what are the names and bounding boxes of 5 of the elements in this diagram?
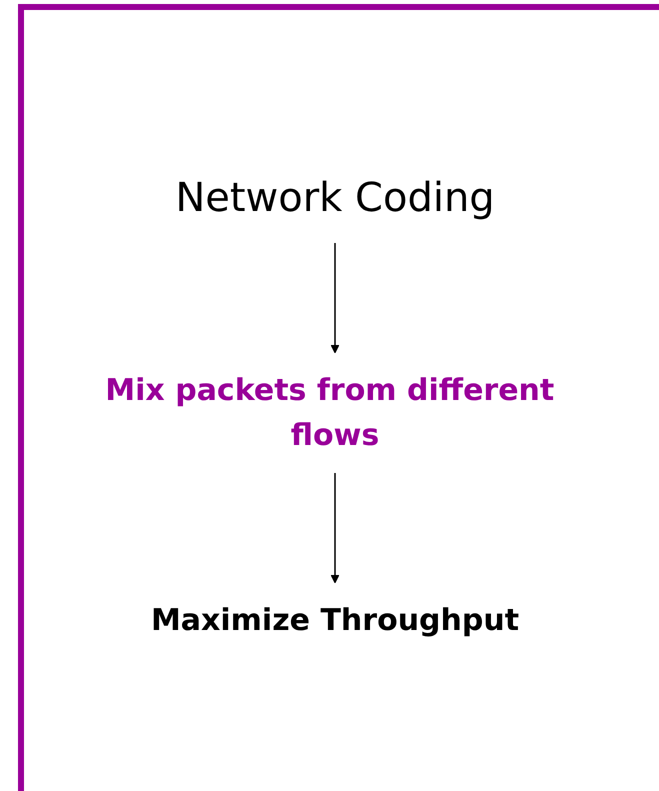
node-text: Network Coding [175, 174, 495, 220]
arrow [330, 242, 340, 353]
node-text: Maximize Throughput [150, 602, 520, 638]
node-text: Mix packets from different flows [105, 372, 554, 452]
arrow [330, 472, 340, 583]
